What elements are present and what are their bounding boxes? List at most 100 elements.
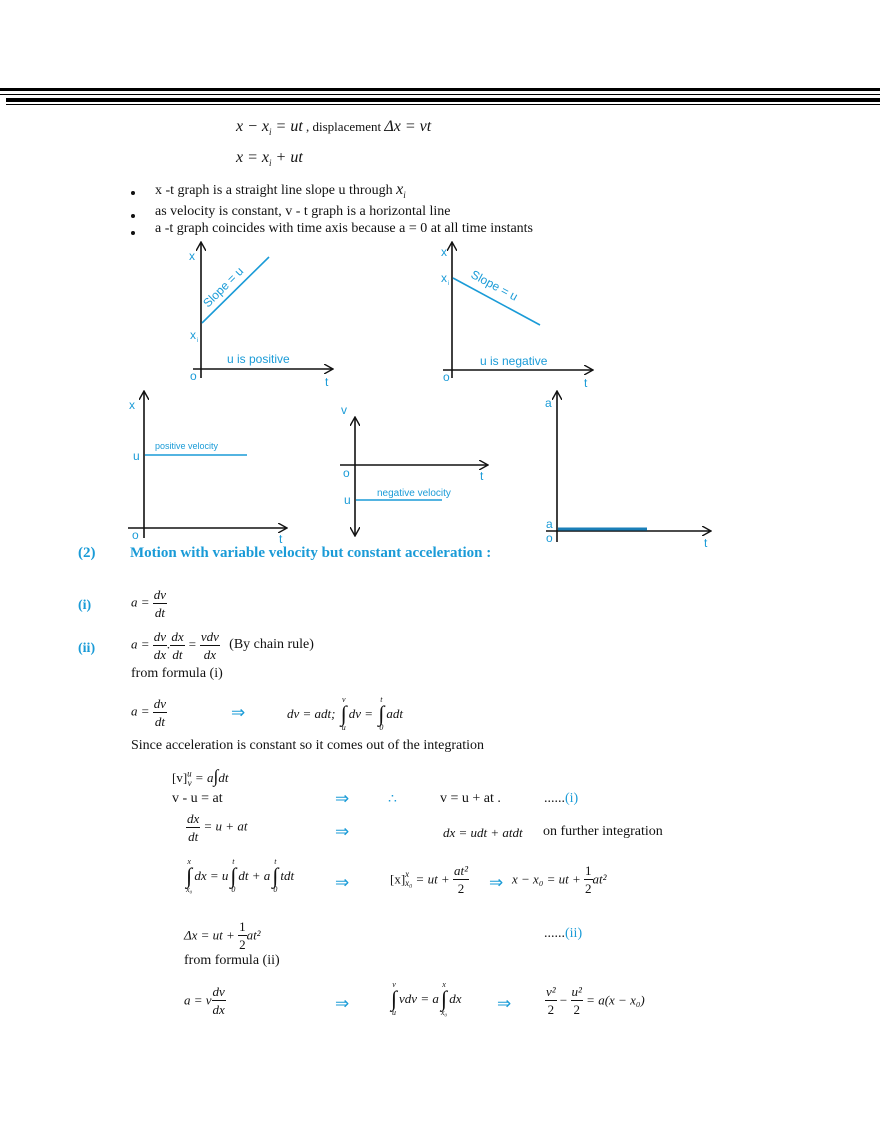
level-label: u xyxy=(344,493,351,507)
eq-term: − xyxy=(559,992,568,1008)
lower-limit: 0 xyxy=(273,884,278,894)
eq-sup: x xyxy=(405,869,410,880)
graph-xt-positive: x x i o t u is positive Slope = u xyxy=(189,243,332,389)
item-label-ii: (ii) xyxy=(78,641,96,656)
numerator: 1 xyxy=(584,863,593,880)
integral-sign-icon: ∫ xyxy=(213,766,219,786)
equation-displacement: x − xi = ut , displacement Δx = vt xyxy=(236,118,431,137)
integral: x∫x₀ xyxy=(186,858,192,894)
numerator: vdv xyxy=(199,629,220,646)
caption: u is positive xyxy=(227,352,290,366)
y-axis-label: x xyxy=(441,245,447,259)
eq-term: = a(x − x₀) xyxy=(586,992,645,1008)
numerator: u² xyxy=(570,984,583,1001)
ref-ii: ......(ii) xyxy=(544,926,582,942)
denominator: dt xyxy=(188,829,199,844)
numerator: dv xyxy=(152,696,168,713)
eq-term: a = xyxy=(131,703,150,719)
bullet-dot xyxy=(131,231,135,235)
upper-limit: x xyxy=(187,857,191,866)
eq-term: dv = adt; xyxy=(287,705,336,721)
numerator: dx xyxy=(170,629,185,646)
upper-limit: v xyxy=(341,695,346,704)
lower-limit: x₀ xyxy=(186,884,193,894)
upper-limit: t xyxy=(380,695,383,704)
integral-sign-icon: ∫ xyxy=(230,863,237,888)
header-rule-1 xyxy=(0,88,880,91)
origin-label: o xyxy=(132,528,139,542)
lower-limit: x₀ xyxy=(440,1007,448,1017)
numerator: dx xyxy=(186,811,201,828)
integral: v∫u xyxy=(391,981,397,1017)
origin-label: o xyxy=(343,466,350,480)
numerator: 1 xyxy=(238,919,247,936)
bullet-item: as velocity is constant, v - t graph is … xyxy=(155,204,451,219)
integral: v∫u xyxy=(341,696,347,732)
eq-term: vdv = a xyxy=(399,990,439,1006)
lower-limit: u xyxy=(392,1007,397,1017)
eq-term: = ut + xyxy=(415,871,450,887)
numerator: dv xyxy=(152,587,168,604)
upper-limit: t xyxy=(232,857,235,866)
intercept-sub: i xyxy=(197,338,198,344)
integral-sign-icon: ∫ xyxy=(340,701,347,726)
bullet-dot xyxy=(131,191,135,195)
implies-arrow: ⇒ xyxy=(335,822,350,841)
dots: ...... xyxy=(544,791,565,806)
eq-sub: i xyxy=(269,127,272,138)
denominator: 2 xyxy=(239,937,246,952)
eq-term: dx = u xyxy=(194,867,229,883)
lower-limit: 0 xyxy=(231,884,236,894)
caption: u is negative xyxy=(480,354,548,368)
eq-term: Δx = vt xyxy=(384,118,432,135)
eq-term: + ut xyxy=(271,149,303,166)
further-integration-note: on further integration xyxy=(543,824,663,839)
eq-term: a = v xyxy=(184,992,212,1008)
implies-arrow: ⇒ xyxy=(231,703,246,722)
bullet-dot xyxy=(131,214,135,218)
x-axis-label: t xyxy=(279,532,283,546)
eq-term: Δx = ut + xyxy=(184,927,235,943)
intercept-label: x xyxy=(190,328,196,342)
denominator: 2 xyxy=(457,881,465,896)
x-axis-label: t xyxy=(325,375,329,389)
eq-term: tdt xyxy=(280,867,295,883)
from-formula-i: from formula (i) xyxy=(131,666,223,681)
denominator: dx xyxy=(212,1002,225,1017)
implies-arrow: ⇒ xyxy=(489,873,504,892)
integral: t∫0 xyxy=(230,858,236,894)
integral: t∫0 xyxy=(272,858,278,894)
level-label: a xyxy=(546,517,553,531)
graph-vt-positive: x u positive velocity o t xyxy=(128,392,286,546)
eq-term: dt xyxy=(218,770,229,785)
x-axis-label: t xyxy=(584,376,588,390)
eq-sub: i xyxy=(269,158,272,169)
eq-term: = xyxy=(187,636,197,652)
denominator: dx xyxy=(203,647,217,662)
lower-limit: 0 xyxy=(379,722,384,732)
denominator: 2 xyxy=(547,1002,555,1017)
dots: ...... xyxy=(544,926,565,941)
origin-label: o xyxy=(443,370,450,384)
y-axis-label: x xyxy=(189,249,195,263)
equation-position: x = xi + ut xyxy=(236,149,303,168)
line-label: positive velocity xyxy=(155,441,219,451)
section-number: (2) xyxy=(78,545,96,561)
from-formula-ii: from formula (ii) xyxy=(184,953,280,968)
integral-sign-icon: ∫ xyxy=(441,986,448,1011)
eq-term: = ut xyxy=(271,118,303,135)
integral: t∫0 xyxy=(378,696,384,732)
dx-expression: dx = udt + atdt xyxy=(443,825,523,840)
eq-text: , displacement xyxy=(302,119,385,134)
eq-term: adt xyxy=(386,705,403,721)
